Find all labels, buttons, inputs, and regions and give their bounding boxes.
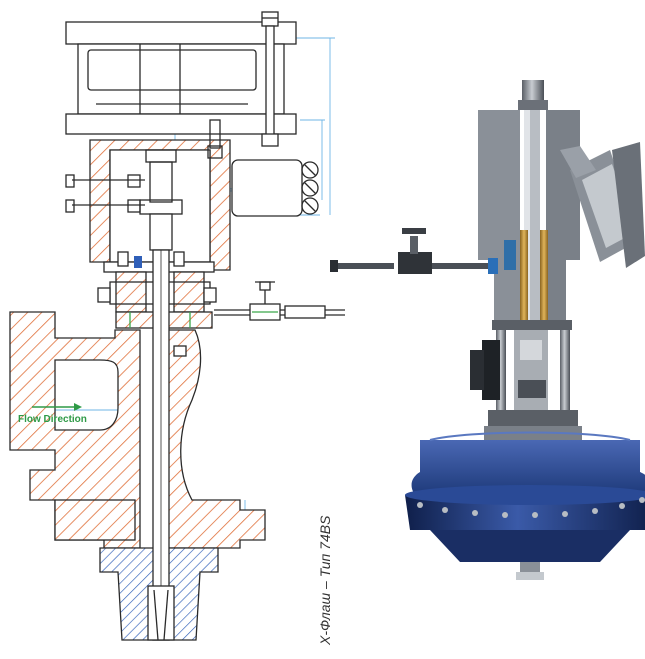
render-actuator: [405, 431, 645, 580]
render-yoke: [470, 320, 582, 440]
valve-body: [9, 311, 266, 549]
render-sample-line: [330, 228, 498, 274]
actuator-housing: [65, 21, 297, 135]
model-caption: X-Флаш – Тип 74BS: [317, 515, 333, 646]
bonnet: [65, 119, 231, 271]
flow-direction-annotation: Flow Direction: [18, 403, 87, 425]
flow-direction-label: Flow Direction: [18, 414, 87, 425]
sample-line: [214, 281, 345, 321]
valve-stem: [147, 213, 175, 641]
actuator-bolts: [417, 497, 645, 518]
valve-3d-render: [330, 80, 645, 580]
cross-section-drawing: [9, 11, 345, 641]
tie-rod: [261, 11, 279, 147]
positioner: [231, 159, 319, 217]
render-upper-body: [478, 110, 580, 320]
render-outlet-flange: [560, 142, 645, 268]
render-top-cap: [518, 80, 548, 110]
